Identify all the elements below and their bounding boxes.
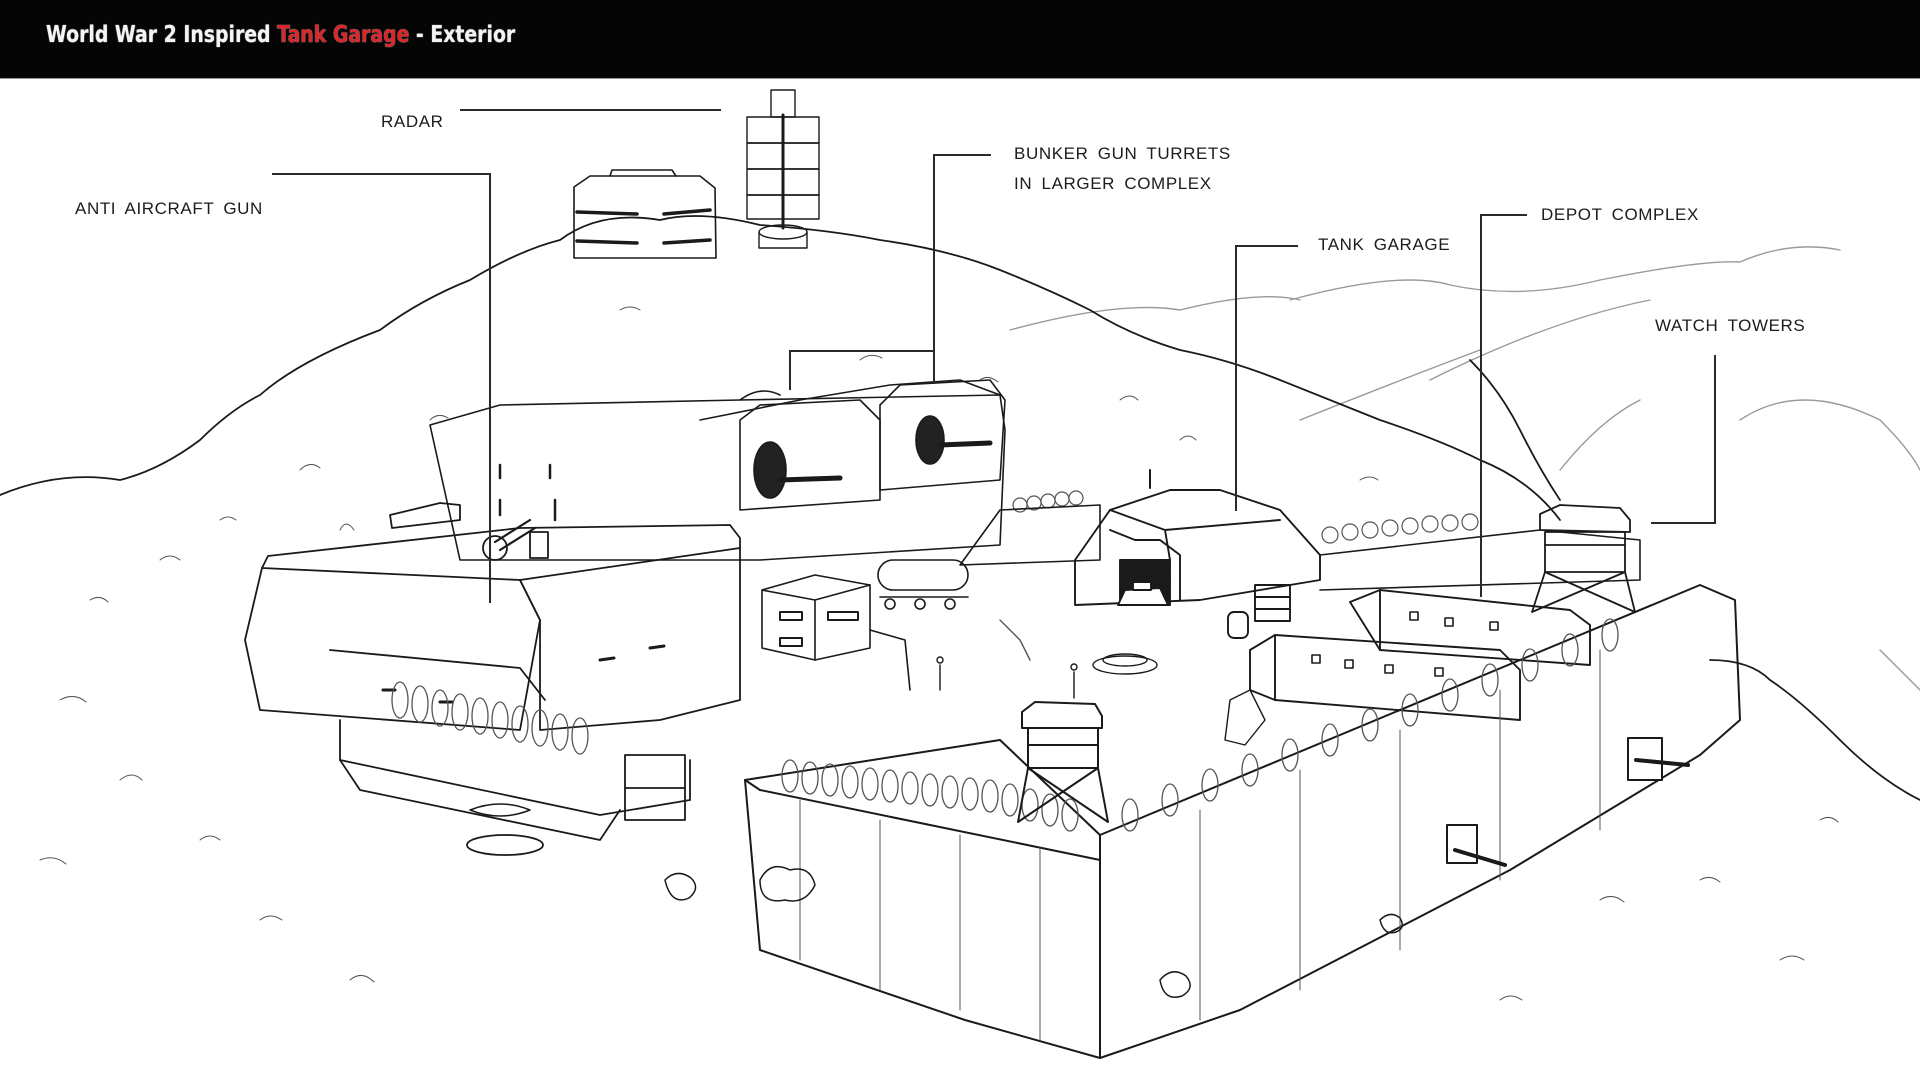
title-text-main: World War 2 Inspired: [46, 22, 278, 48]
tank-garage-hangar-drawing: [1074, 469, 1321, 639]
watch-tower-right-drawing: [1531, 504, 1636, 613]
front-wall-drawing: [744, 584, 1741, 1059]
leader-line-tank-garage-v: [1235, 245, 1237, 511]
anti-aircraft-bunker-drawing: [244, 502, 741, 856]
rooftop-bunker-drawing: [573, 169, 717, 259]
concept-art-canvas: RADAR ANTI AIRCRAFT GUN BUNKER GUN TURRE…: [0, 79, 1920, 1080]
distant-hills: [1009, 246, 1920, 691]
title-text-accent: Tank Garage: [277, 22, 410, 48]
callout-label-watch-towers: WATCH TOWERS: [1655, 316, 1806, 335]
callout-label-anti-aircraft-gun: ANTI AIRCRAFT GUN: [75, 199, 263, 218]
title-text-suffix: - Exterior: [409, 22, 516, 48]
radar-array-drawing: [746, 89, 820, 249]
leader-line-radar: [460, 109, 721, 111]
leader-line-anti-aircraft-gun-v: [489, 173, 491, 603]
callout-label-radar: RADAR: [381, 112, 444, 131]
bunker-complex-drawing: [429, 379, 1101, 566]
depot-barracks-drawing: [1249, 589, 1591, 721]
leader-line-watch-towers-v: [1714, 355, 1716, 524]
fuel-tanker-drawing: [877, 559, 969, 610]
leader-line-watch-towers-h: [1651, 522, 1716, 524]
leader-line-tank-garage-h: [1236, 245, 1298, 247]
small-office-drawing: [761, 574, 911, 691]
title-bar: World War 2 Inspired Tank Garage - Exter…: [0, 0, 1920, 79]
compound-illustration: [0, 89, 1920, 1059]
leader-line-depot-v: [1480, 214, 1482, 597]
foreground-rocks: [469, 803, 1403, 998]
watch-tower-front-drawing: [1017, 701, 1109, 823]
leader-line-bunker-h: [934, 154, 991, 156]
page-title: World War 2 Inspired Tank Garage - Exter…: [46, 22, 515, 48]
hill-texture: [39, 306, 1839, 1001]
callout-label-bunker-gun-turrets-line2: IN LARGER COMPLEX: [1014, 174, 1212, 193]
leader-line-bunker-v: [933, 154, 935, 384]
leader-line-bunker-bracket-left: [789, 350, 791, 390]
courtyard-details: [936, 619, 1266, 746]
leader-line-bunker-bracket: [789, 350, 935, 352]
back-wall-right-drawing: [1319, 513, 1641, 591]
leader-line-anti-aircraft-gun-h: [272, 173, 491, 175]
main-hill: [0, 215, 1920, 801]
callout-label-bunker-gun-turrets-line1: BUNKER GUN TURRETS: [1014, 144, 1231, 163]
leader-line-depot-h: [1481, 214, 1527, 216]
callout-label-depot-complex: DEPOT COMPLEX: [1541, 205, 1699, 224]
callout-label-tank-garage: TANK GARAGE: [1318, 235, 1451, 254]
